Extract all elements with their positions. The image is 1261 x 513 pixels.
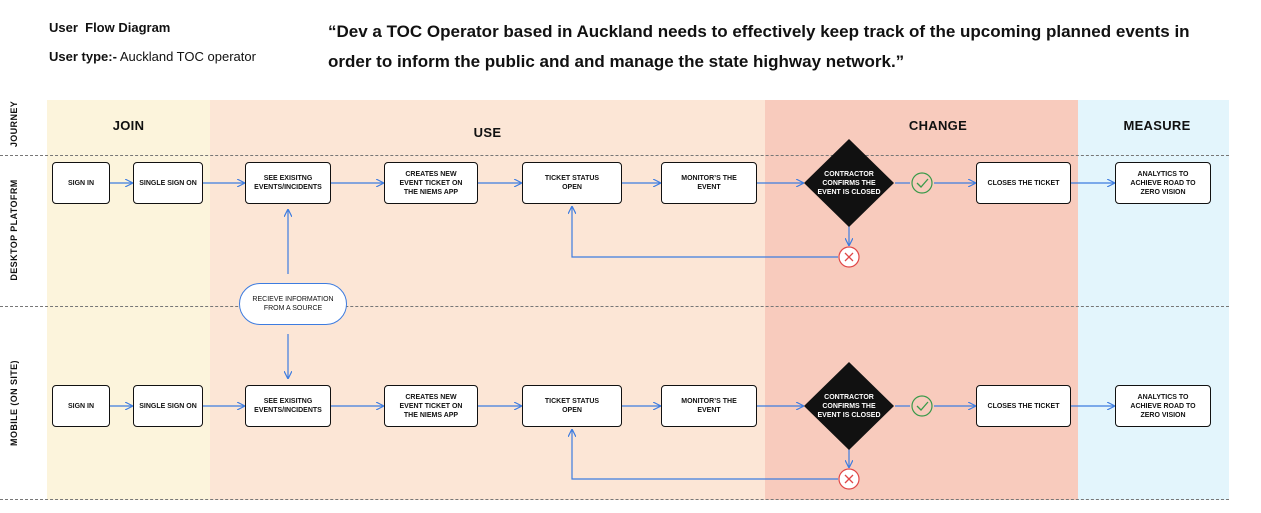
desktop-analytics-step: ANALYTICS TO ACHIEVE ROAD TO ZERO VISION	[1115, 162, 1211, 204]
mobile-close-ticket-step: CLOSES THE TICKET	[976, 385, 1071, 427]
mobile-create-ticket-step: CREATES NEW EVENT TICKET ON THE NIEMS AP…	[384, 385, 478, 427]
user-type-value: Auckland TOC operator	[119, 49, 256, 64]
mobile-ticket-status-step: TICKET STATUS OPEN	[522, 385, 622, 427]
desktop-see-events-step: SEE EXISITNG EVENTS/INCIDENTS	[245, 162, 331, 204]
desktop-decision-label: CONTRACTOR CONFIRMS THE EVENT IS CLOSED	[817, 171, 881, 196]
close-icon	[838, 246, 860, 268]
mobile-monitor-step: MONITOR’S THE EVENT	[661, 385, 757, 427]
phase-label-change: CHANGE	[908, 118, 968, 133]
loop-back-connector	[572, 207, 838, 258]
mobile-see-events-step: SEE EXISITNG EVENTS/INCIDENTS	[245, 385, 331, 427]
diagram-title: User Flow Diagram	[49, 20, 171, 35]
desktop-create-ticket-step: CREATES NEW EVENT TICKET ON THE NIEMS AP…	[384, 162, 478, 204]
loop-back-connector	[572, 430, 838, 480]
check-icon	[911, 395, 933, 417]
lane-divider	[0, 155, 1229, 156]
user-type-label: User type:-	[49, 49, 117, 64]
phase-label-use: USE	[473, 125, 502, 140]
desktop-sso-step: SINGLE SIGN ON	[133, 162, 203, 204]
desktop-close-ticket-step: CLOSES THE TICKET	[976, 162, 1071, 204]
phase-label-measure: MEASURE	[1123, 118, 1191, 133]
close-icon	[838, 468, 860, 490]
lane-divider	[0, 499, 1229, 500]
mobile-sso-step: SINGLE SIGN ON	[133, 385, 203, 427]
desktop-monitor-step: MONITOR’S THE EVENT	[661, 162, 757, 204]
desktop-sign-in-step: SIGN IN	[52, 162, 110, 204]
user-type: User type:- Auckland TOC operator	[49, 49, 256, 64]
decision-diamond	[804, 139, 894, 227]
desktop-ticket-status-step: TICKET STATUS OPEN	[522, 162, 622, 204]
phase-label-join: JOIN	[112, 118, 145, 133]
user-story-quote: “Dev a TOC Operator based in Auckland ne…	[328, 22, 1190, 71]
mobile-sign-in-step: SIGN IN	[52, 385, 110, 427]
check-icon	[911, 172, 933, 194]
mobile-analytics-step: ANALYTICS TO ACHIEVE ROAD TO ZERO VISION	[1115, 385, 1211, 427]
mobile-decision-label: CONTRACTOR CONFIRMS THE EVENT IS CLOSED	[817, 394, 881, 419]
receive-information-source: RECIEVE INFORMATION FROM A SOURCE	[239, 283, 347, 325]
decision-diamond	[804, 362, 894, 450]
lane-divider	[0, 306, 1229, 307]
